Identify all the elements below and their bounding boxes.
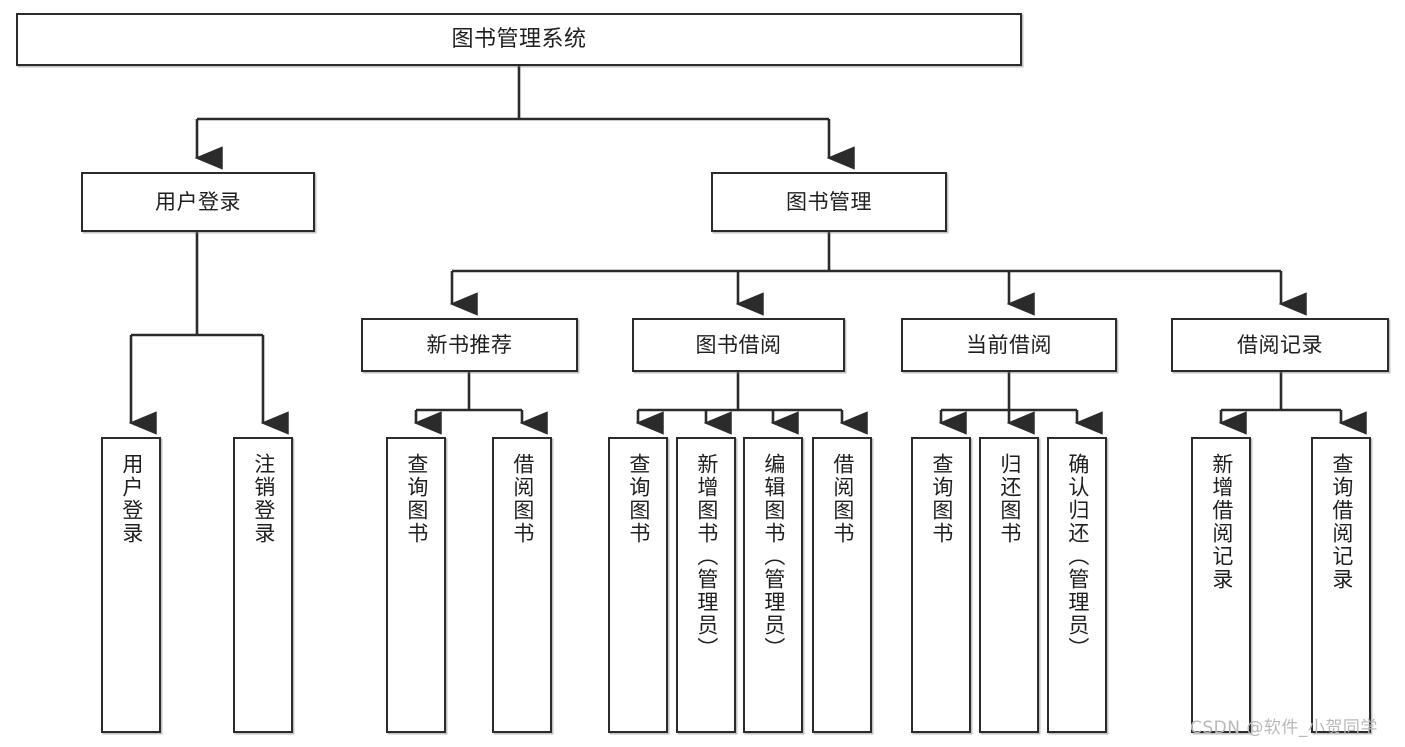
node-book-borrow[interactable]: 图书借阅 (632, 318, 845, 372)
node-book-management[interactable]: 图书管理 (711, 172, 947, 232)
watermark-text: CSDN @软件_小贺同学 (1190, 718, 1378, 738)
node-new-book-recommend-label: 新书推荐 (426, 332, 513, 357)
leaf-add-book-admin-label: 新增图书（管理员） (694, 453, 719, 660)
leaf-add-borrow-record-label: 新增借阅记录 (1209, 453, 1234, 591)
node-borrow-record[interactable]: 借阅记录 (1171, 318, 1389, 372)
leaf-logout-label: 注销登录 (251, 453, 276, 545)
leaf-edit-book-admin-label: 编辑图书（管理员） (761, 453, 786, 660)
node-book-borrow-label: 图书借阅 (695, 332, 782, 357)
leaf-query-borrow-record-label: 查询借阅记录 (1329, 453, 1354, 591)
leaf-query-book-current[interactable]: 查询图书 (911, 437, 971, 733)
leaf-confirm-return-admin[interactable]: 确认归还（管理员） (1047, 437, 1107, 733)
leaf-borrow-book-recommend-label: 借阅图书 (510, 453, 535, 545)
leaf-query-book-recommend-label: 查询图书 (404, 453, 429, 545)
node-current-borrow-label: 当前借阅 (966, 332, 1052, 357)
node-user-login-label: 用户登录 (155, 189, 241, 214)
leaf-add-borrow-record[interactable]: 新增借阅记录 (1191, 437, 1251, 733)
leaf-edit-book-admin[interactable]: 编辑图书（管理员） (743, 437, 803, 733)
node-borrow-record-label: 借阅记录 (1237, 332, 1323, 357)
leaf-query-book-current-label: 查询图书 (929, 453, 954, 545)
leaf-confirm-return-admin-label: 确认归还（管理员） (1065, 453, 1090, 660)
node-new-book-recommend[interactable]: 新书推荐 (361, 318, 578, 372)
leaf-add-book-admin[interactable]: 新增图书（管理员） (676, 437, 736, 733)
leaf-query-borrow-record[interactable]: 查询借阅记录 (1311, 437, 1371, 733)
leaf-return-book-label: 归还图书 (997, 453, 1022, 545)
leaf-return-book[interactable]: 归还图书 (979, 437, 1039, 733)
leaf-query-book-borrow[interactable]: 查询图书 (608, 437, 668, 733)
leaf-query-book-recommend[interactable]: 查询图书 (386, 437, 446, 733)
node-current-borrow[interactable]: 当前借阅 (901, 318, 1117, 372)
leaf-borrow-book[interactable]: 借阅图书 (812, 437, 872, 733)
leaf-borrow-book-recommend[interactable]: 借阅图书 (492, 437, 552, 733)
node-root[interactable]: 图书管理系统 (16, 13, 1022, 66)
node-user-login[interactable]: 用户登录 (81, 172, 315, 232)
node-root-label: 图书管理系统 (451, 26, 587, 52)
leaf-query-book-borrow-label: 查询图书 (626, 453, 651, 545)
leaf-user-login[interactable]: 用户登录 (101, 437, 161, 733)
node-book-management-label: 图书管理 (786, 189, 872, 214)
leaf-logout[interactable]: 注销登录 (233, 437, 293, 733)
leaf-user-login-label: 用户登录 (119, 453, 144, 545)
leaf-borrow-book-label: 借阅图书 (830, 453, 855, 545)
